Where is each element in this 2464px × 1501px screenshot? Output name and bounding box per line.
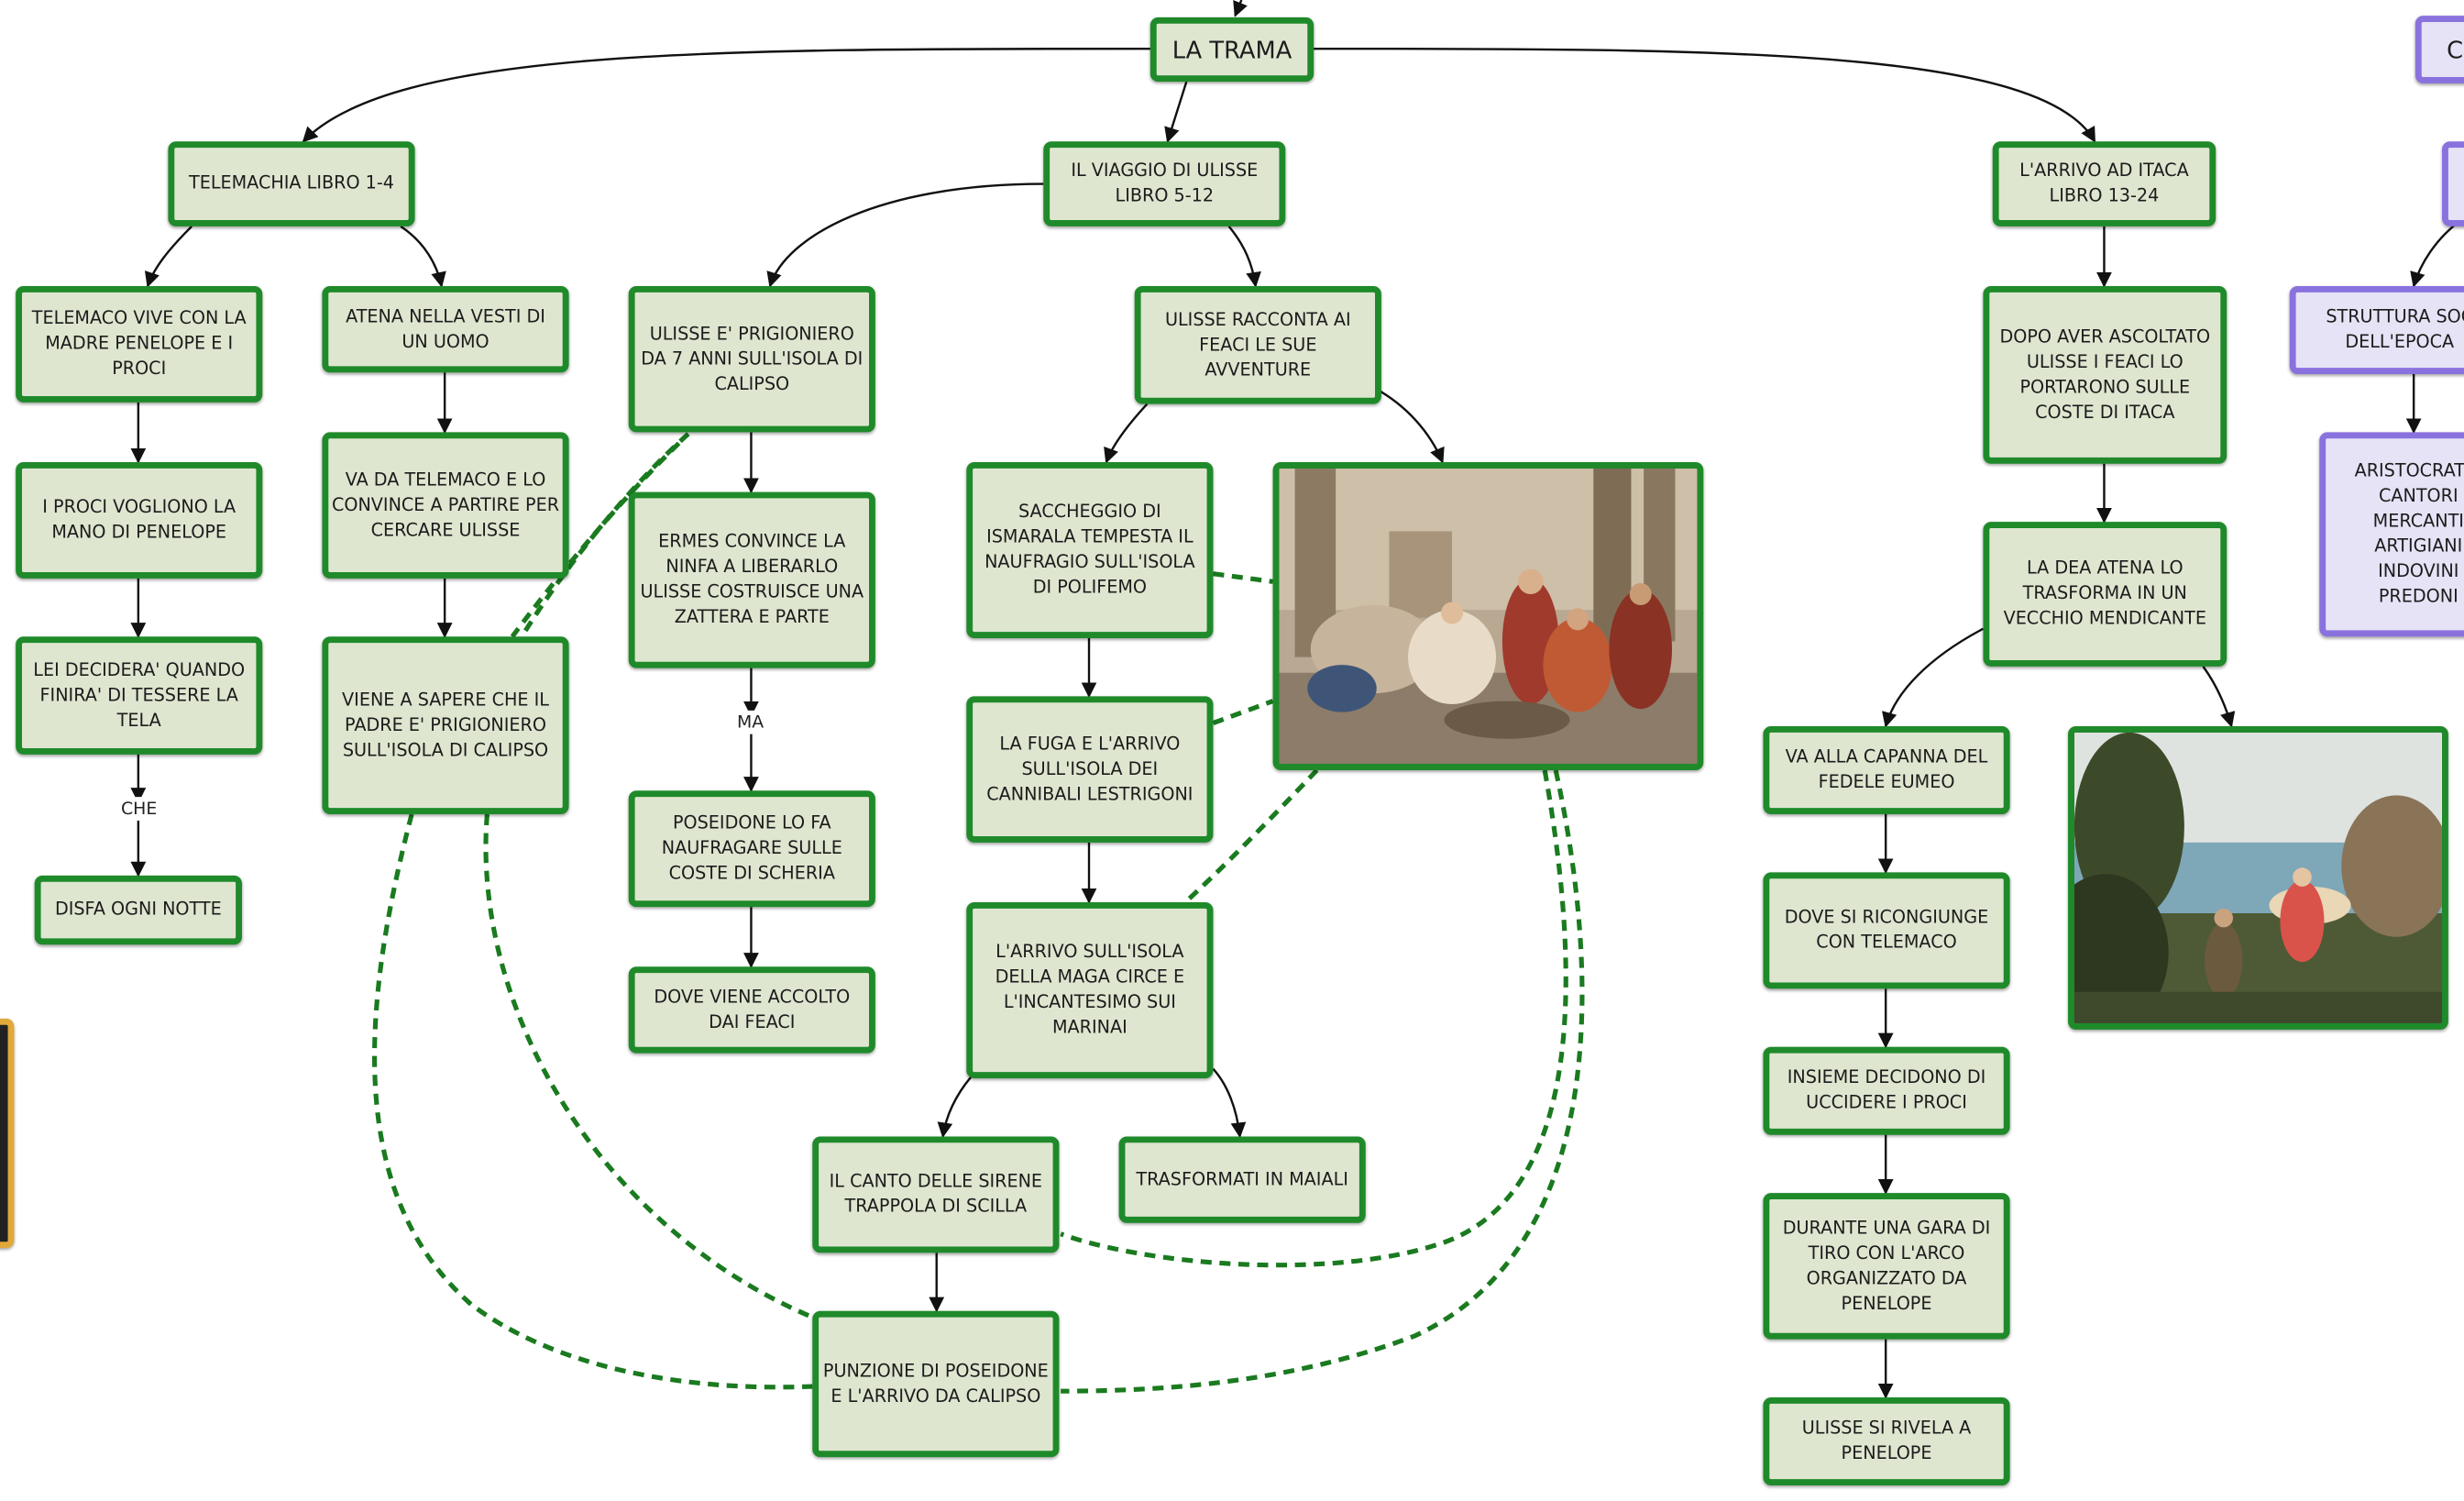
image-ulisse-feaci[interactable] bbox=[1272, 462, 1704, 771]
node-struttura-sociale[interactable]: STRUTTURA SOC DELL'EPOCA bbox=[2289, 286, 2464, 375]
node-dopo-ascoltato[interactable]: DOPO AVER ASCOLTATO ULISSE I FEACI LO PO… bbox=[1983, 286, 2228, 464]
node-telemaco-vive[interactable]: TELEMACO VIVE CON LA MADRE PENELOPE E I … bbox=[16, 286, 263, 403]
link-label-che: CHE bbox=[117, 797, 160, 821]
node-trasformati-maiali[interactable]: TRASFORMATI IN MAIALI bbox=[1118, 1136, 1366, 1223]
node-viaggio-ulisse[interactable]: IL VIAGGIO DI ULISSE LIBRO 5-12 bbox=[1043, 141, 1286, 226]
node-poseidone-naufragare[interactable]: POSEIDONE LO FA NAUFRAGARE SULLE COSTE D… bbox=[628, 790, 875, 908]
node-ulisse-si-rivela[interactable]: ULISSE SI RIVELA A PENELOPE bbox=[1763, 1397, 2010, 1486]
link-label-ma: MA bbox=[733, 710, 767, 734]
node-telemachia[interactable]: TELEMACHIA LIBRO 1-4 bbox=[168, 141, 415, 226]
node-atena-vesti[interactable]: ATENA NELLA VESTI DI UN UOMO bbox=[322, 286, 569, 373]
node-la-trama[interactable]: LA TRAMA bbox=[1150, 17, 1314, 83]
node-disfa-ogni-notte[interactable]: DISFA OGNI NOTTE bbox=[34, 875, 243, 945]
node-canto-sirene[interactable]: IL CANTO DELLE SIRENE TRAPPOLA DI SCILLA bbox=[812, 1136, 1060, 1253]
node-ricongiunge-telemaco[interactable]: DOVE SI RICONGIUNGE CON TELEMACO bbox=[1763, 872, 2010, 989]
node-accolto-feaci[interactable]: DOVE VIENE ACCOLTO DAI FEACI bbox=[628, 966, 875, 1054]
node-edge-gold[interactable] bbox=[0, 1018, 15, 1249]
node-ermes-convince[interactable]: ERMES CONVINCE LA NINFA A LIBERARLO ULIS… bbox=[628, 491, 875, 668]
node-gara-arco[interactable]: DURANTE UNA GARA DI TIRO CON L'ARCO ORGA… bbox=[1763, 1193, 2010, 1340]
node-edge-c[interactable]: C bbox=[2414, 16, 2464, 83]
image-atena-ulisse[interactable] bbox=[2068, 726, 2448, 1030]
node-punizione-poseidone[interactable]: PUNZIONE DI POSEIDONE E L'ARRIVO DA CALI… bbox=[812, 1310, 1060, 1458]
node-ulisse-prigioniero[interactable]: ULISSE E' PRIGIONIERO DA 7 ANNI SULL'ISO… bbox=[628, 286, 875, 433]
node-edge-partial[interactable] bbox=[2442, 141, 2464, 226]
node-viene-a-sapere[interactable]: VIENE A SAPERE CHE IL PADRE E' PRIGIONIE… bbox=[322, 636, 569, 815]
painting-coast-scene bbox=[2074, 732, 2443, 1024]
node-classi-sociali[interactable]: ARISTOCRATIC CANTORI MERCANTI ARTIGIANI … bbox=[2319, 432, 2464, 637]
node-fuga-lestrigoni[interactable]: LA FUGA E L'ARRIVO SULL'ISOLA DEI CANNIB… bbox=[966, 696, 1214, 843]
node-capanna-eumeo[interactable]: VA ALLA CAPANNA DEL FEDELE EUMEO bbox=[1763, 726, 2010, 815]
node-dea-atena[interactable]: LA DEA ATENA LO TRASFORMA IN UN VECCHIO … bbox=[1983, 522, 2228, 667]
node-va-da-telemaco[interactable]: VA DA TELEMACO E LO CONVINCE A PARTIRE P… bbox=[322, 432, 569, 579]
node-proci-vogliono[interactable]: I PROCI VOGLIONO LA MANO DI PENELOPE bbox=[16, 462, 263, 579]
node-ulisse-racconta[interactable]: ULISSE RACCONTA AI FEACI LE SUE AVVENTUR… bbox=[1134, 286, 1381, 404]
node-insieme-decidono[interactable]: INSIEME DECIDONO DI UCCIDERE I PROCI bbox=[1763, 1046, 2010, 1135]
painting-court-scene bbox=[1279, 468, 1698, 765]
node-saccheggio[interactable]: SACCHEGGIO DI ISMARALA TEMPESTA IL NAUFR… bbox=[966, 462, 1214, 639]
node-arrivo-circe[interactable]: L'ARRIVO SULL'ISOLA DELLA MAGA CIRCE E L… bbox=[966, 902, 1214, 1079]
node-lei-decidera[interactable]: LEI DECIDERA' QUANDO FINIRA' DI TESSERE … bbox=[16, 636, 263, 755]
node-arrivo-itaca[interactable]: L'ARRIVO AD ITACA LIBRO 13-24 bbox=[1992, 141, 2216, 226]
